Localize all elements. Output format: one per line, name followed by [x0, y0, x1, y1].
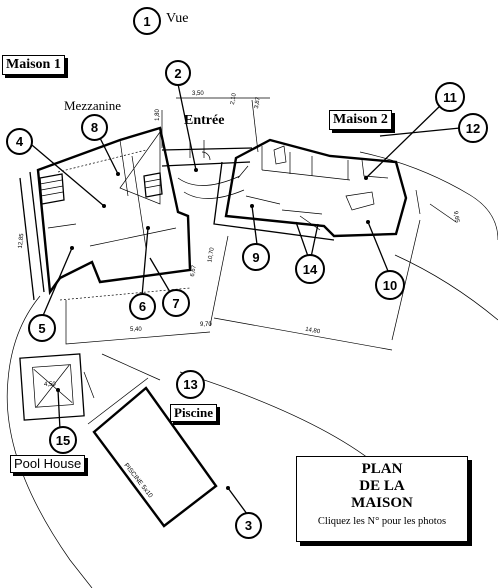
photo-marker-8[interactable]: 8: [81, 114, 108, 141]
maison2-label: Maison 2: [329, 110, 392, 130]
photo-marker-12[interactable]: 12: [458, 113, 488, 143]
vue-label: Vue: [166, 11, 189, 26]
photo-marker-1[interactable]: 1: [133, 7, 161, 35]
legend-title-line1: PLAN: [361, 461, 403, 477]
mezzanine-label: Mezzanine: [64, 98, 122, 113]
pool-house-plan: [19, 353, 95, 421]
photo-marker-4[interactable]: 4: [6, 128, 33, 155]
photo-marker-15[interactable]: 15: [49, 426, 77, 454]
dimension-label: 5,40: [130, 327, 142, 333]
dimension-label: 9,70: [200, 322, 212, 328]
photo-marker-7[interactable]: 7: [162, 289, 190, 317]
photo-marker-6[interactable]: 6: [129, 293, 156, 320]
photo-marker-5[interactable]: 5: [28, 314, 56, 342]
dimension-label: 1,80: [154, 109, 161, 121]
legend-title-line2: DE LA: [359, 478, 405, 494]
maison2-plan: [209, 138, 457, 351]
dimension-label: 3,50: [192, 91, 204, 97]
maison1-label: Maison 1: [2, 55, 65, 75]
pool-house-label: Pool House: [10, 455, 86, 474]
plan-legend-box: PLAN DE LA MAISON Cliquez les N° pour le…: [296, 456, 468, 542]
legend-title-line3: MAISON: [351, 495, 413, 511]
legend-subtitle: Cliquez les N° pour les photos: [317, 516, 447, 527]
photo-marker-3[interactable]: 3: [235, 512, 262, 539]
photo-marker-10[interactable]: 10: [375, 270, 405, 300]
leader-lines: [25, 83, 461, 519]
photo-marker-9[interactable]: 9: [242, 243, 270, 271]
pool-house-inner-label: 4,50: [44, 382, 56, 388]
entree-label: Entrée: [184, 113, 225, 128]
photo-marker-13[interactable]: 13: [176, 370, 205, 399]
photo-marker-11[interactable]: 11: [435, 82, 465, 112]
piscine-plan: [87, 353, 218, 528]
piscine-label: Piscine: [170, 404, 217, 423]
photo-marker-2[interactable]: 2: [165, 60, 191, 86]
photo-marker-14[interactable]: 14: [295, 254, 325, 284]
